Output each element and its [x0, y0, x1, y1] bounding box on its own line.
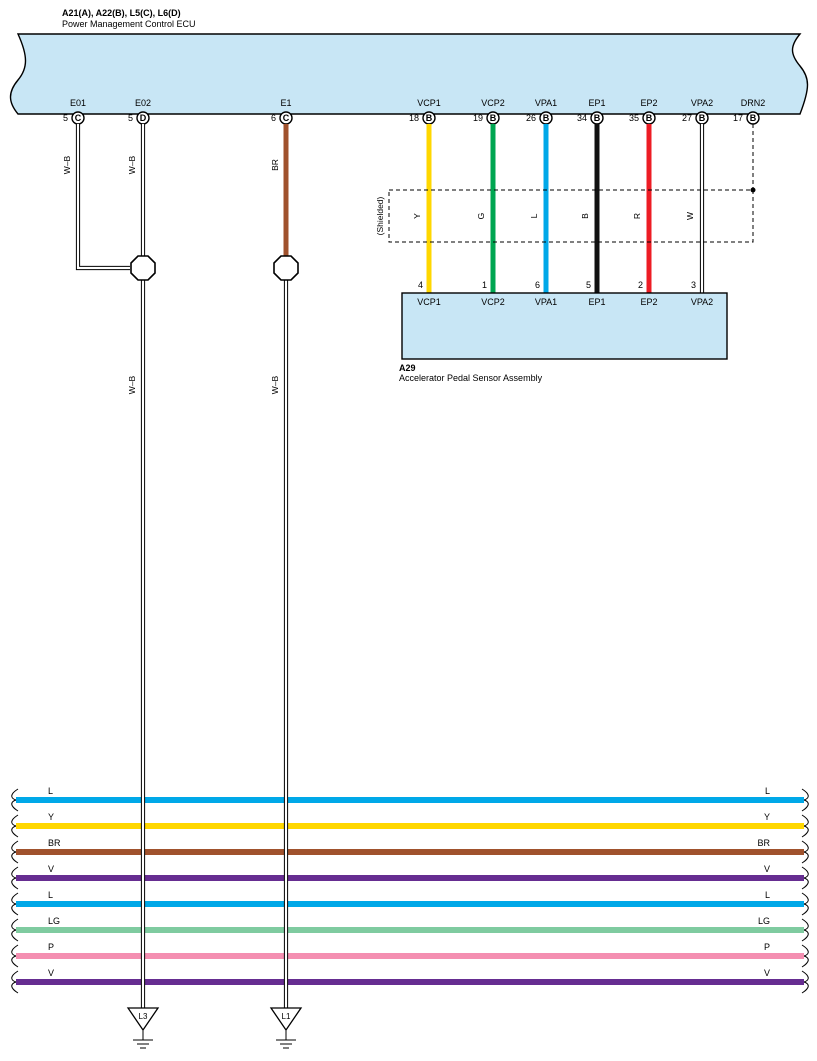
ground-point: [126, 1007, 160, 1032]
wire-label-ep2: R: [632, 213, 642, 219]
ecu-pin-number: 18: [409, 113, 419, 123]
ecu-pin-connector-letter: D: [140, 113, 147, 123]
bus-label-left: V: [48, 864, 54, 874]
bus-label-left: L: [48, 786, 53, 796]
ecu-pin-connector-letter: B: [646, 113, 653, 123]
sensor-pin-vcp1: VCP1: [417, 297, 441, 307]
sensor-pin-ep1: EP1: [588, 297, 605, 307]
wire-label-ep1: B: [580, 213, 590, 219]
ecu-pin-group: E01C5E02D5E1C6VCP1B18VCP2B19VPA1B26EP1B3…: [63, 98, 766, 125]
ground-point: [269, 1007, 303, 1032]
ecu-pin-connector-letter: B: [426, 113, 433, 123]
ecu-pin-connector-letter: B: [594, 113, 601, 123]
sensor-pin-vpa1: VPA1: [535, 297, 557, 307]
ecu-pin-number: 5: [128, 113, 133, 123]
bus-label-right: P: [764, 942, 770, 952]
bus-label-right: LG: [758, 916, 770, 926]
ecu-pin-name-vpa2: VPA2: [691, 98, 713, 108]
sensor-pin-number: 3: [691, 280, 696, 290]
ground-group: W–B L3 W–B L1: [126, 255, 303, 1049]
bus-label-right: V: [764, 864, 770, 874]
ecu-subtitle: Power Management Control ECU: [62, 19, 196, 29]
wire-label-vcp2: G: [476, 213, 486, 220]
ecu-pin-name-vcp1: VCP1: [417, 98, 441, 108]
ecu-pin-name-e02: E02: [135, 98, 151, 108]
shield-box: [388, 189, 754, 243]
wire-label-vpa1: L: [529, 213, 539, 218]
ecu-pin-number: 19: [473, 113, 483, 123]
bus-label-left: Y: [48, 812, 54, 822]
bus-label-left: L: [48, 890, 53, 900]
splice-junction: [273, 255, 299, 281]
bus-label-right: BR: [757, 838, 770, 848]
sensor-pin-ep2: EP2: [640, 297, 657, 307]
ecu-pin-name-ep2: EP2: [640, 98, 657, 108]
sensor-pin-number: 1: [482, 280, 487, 290]
ecu-pin-number: 27: [682, 113, 692, 123]
ecu-title: A21(A), A22(B), L5(C), L6(D): [62, 8, 181, 18]
bus-label-left: LG: [48, 916, 60, 926]
ecu-pin-name-e01: E01: [70, 98, 86, 108]
sensor-box: [401, 292, 728, 360]
sensor-pin-vcp2: VCP2: [481, 297, 505, 307]
bus-group: L L Y Y BR BR V V L L LG LG P P V V: [11, 786, 809, 994]
ecu-pin-number: 17: [733, 113, 743, 123]
bus-label-left: P: [48, 942, 54, 952]
bus-label-right: Y: [764, 812, 770, 822]
ecu-box: [9, 33, 809, 115]
ecu-pin-number: 6: [271, 113, 276, 123]
wire-label-vcp1: Y: [412, 213, 422, 219]
ground-point-label: L1: [282, 1012, 291, 1021]
ecu-pin-connector-letter: B: [490, 113, 497, 123]
ground-point-label: L3: [139, 1012, 148, 1021]
wire-label-vpa2: W: [685, 212, 695, 220]
sensor-pin-number: 6: [535, 280, 540, 290]
bus-label-right: V: [764, 968, 770, 978]
wire-label-e1: BR: [270, 159, 280, 171]
ecu-pin-connector-letter: B: [750, 113, 757, 123]
ecu-pin-number: 35: [629, 113, 639, 123]
sensor-name: Accelerator Pedal Sensor Assembly: [399, 373, 543, 383]
ecu-pin-name-vpa1: VPA1: [535, 98, 557, 108]
wire-e01-core: [76, 124, 130, 270]
shield-junction: [750, 187, 756, 193]
ecu-pin-connector-letter: B: [543, 113, 550, 123]
sensor-pin-vpa2: VPA2: [691, 297, 713, 307]
wire-label-e02: W–B: [127, 155, 137, 174]
ecu-pin-number: 34: [577, 113, 587, 123]
bus-label-right: L: [765, 890, 770, 900]
sensor-id: A29: [399, 363, 416, 373]
splice-junction: [130, 255, 156, 281]
ecu-pin-connector-letter: B: [699, 113, 706, 123]
ground-wire-label: W–B: [127, 375, 137, 394]
ecu-pin-name-vcp2: VCP2: [481, 98, 505, 108]
bus-label-right: L: [765, 786, 770, 796]
sensor-pin-number: 2: [638, 280, 643, 290]
wire-label-e01: W–B: [62, 155, 72, 174]
ecu-pin-name-e1: E1: [280, 98, 291, 108]
ecu-pin-connector-letter: C: [75, 113, 82, 123]
ecu-pin-number: 26: [526, 113, 536, 123]
ground-wire-label: W–B: [270, 375, 280, 394]
sensor-pin-number: 5: [586, 280, 591, 290]
ecu-pin-connector-letter: C: [283, 113, 290, 123]
wire-e01: [75, 124, 130, 271]
shield-label: (Shielded): [375, 196, 385, 235]
sensor-pin-number: 4: [418, 280, 423, 290]
bus-label-left: BR: [48, 838, 61, 848]
ecu-pin-number: 5: [63, 113, 68, 123]
ecu-pin-name-ep1: EP1: [588, 98, 605, 108]
bus-label-left: V: [48, 968, 54, 978]
ecu-pin-name-drn2: DRN2: [741, 98, 766, 108]
